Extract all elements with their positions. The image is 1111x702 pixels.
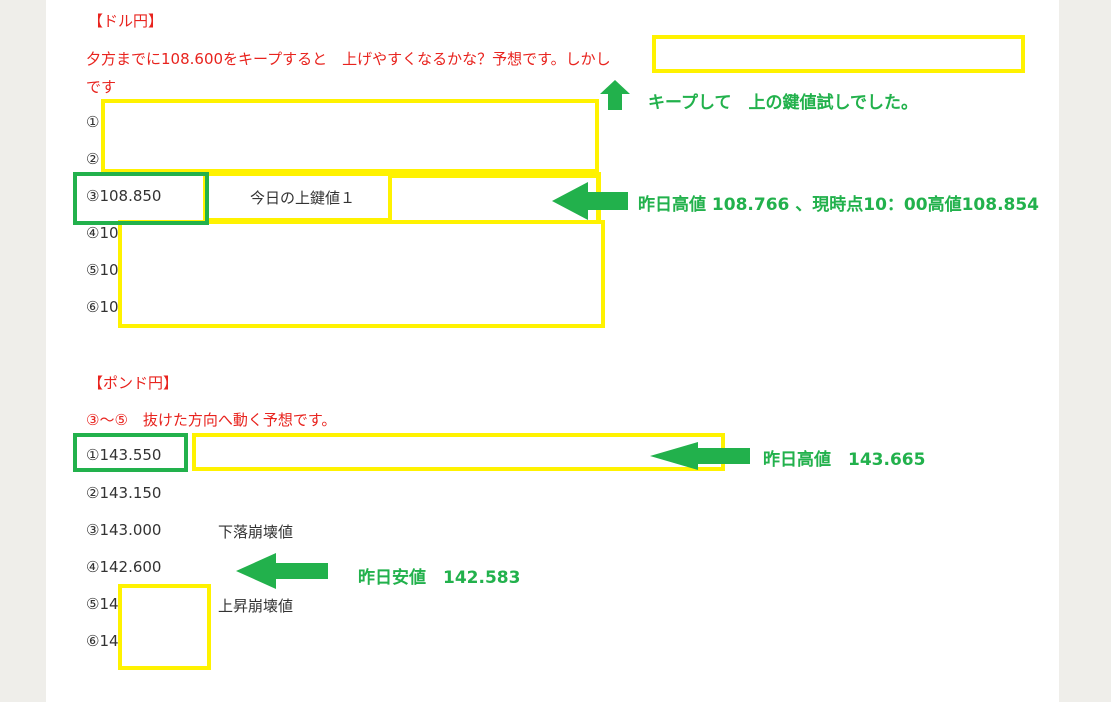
redaction-box xyxy=(192,433,725,471)
gbpjpy-level-1: ①143.550 xyxy=(86,446,162,464)
usdjpy-level-4: ④10 xyxy=(86,224,119,242)
arrow-left-icon xyxy=(650,442,750,470)
annotation-keep: キープして 上の鍵値試しでした。 xyxy=(648,93,918,113)
usdjpy-level-3: ③108.850 xyxy=(86,187,162,205)
usdjpy-level-3-note: 今日の上鍵値１ xyxy=(250,189,356,207)
redaction-box xyxy=(118,584,211,670)
usdjpy-heading: 【ドル円】 xyxy=(88,12,164,30)
annotation-usdjpy-high: 昨日高値 108.766 、現時点10：00高値108.854 xyxy=(638,195,1040,215)
gbpjpy-level-6: ⑥14 xyxy=(86,632,119,650)
annotation-gbpjpy-high: 昨日高値 143.665 xyxy=(763,450,926,470)
gbpjpy-comment: ③～⑤ 抜けた方向へ動く予想です。 xyxy=(86,411,337,429)
gbpjpy-level-3-note: 下落崩壊値 xyxy=(218,523,294,541)
gbpjpy-level-5: ⑤14 xyxy=(86,595,119,613)
usdjpy-comment-cont: です xyxy=(86,78,117,96)
usdjpy-level-6: ⑥10 xyxy=(86,298,119,316)
arrow-left-icon xyxy=(552,182,628,220)
usdjpy-level-5: ⑤10 xyxy=(86,261,119,279)
redaction-box xyxy=(652,35,1025,73)
highlight-box-green xyxy=(73,433,188,472)
gbpjpy-level-5-note: 上昇崩壊値 xyxy=(218,597,294,615)
gbpjpy-level-3: ③143.000 xyxy=(86,521,162,539)
arrow-left-icon xyxy=(236,553,328,589)
arrow-up-icon xyxy=(600,80,630,110)
gbpjpy-heading: 【ポンド円】 xyxy=(88,374,179,392)
gbpjpy-level-2: ②143.150 xyxy=(86,484,162,502)
usdjpy-comment: 夕方までに108.600をキープすると 上げやすくなるかな？予想です。しかし xyxy=(86,50,611,68)
redaction-box xyxy=(101,99,599,173)
gbpjpy-level-4: ④142.600 xyxy=(86,558,162,576)
usdjpy-level-2: ② xyxy=(86,150,100,168)
highlight-box-green xyxy=(73,172,209,225)
annotation-gbpjpy-low: 昨日安値 142.583 xyxy=(358,568,521,588)
redaction-box xyxy=(118,220,605,328)
usdjpy-level-1: ① xyxy=(86,113,100,131)
